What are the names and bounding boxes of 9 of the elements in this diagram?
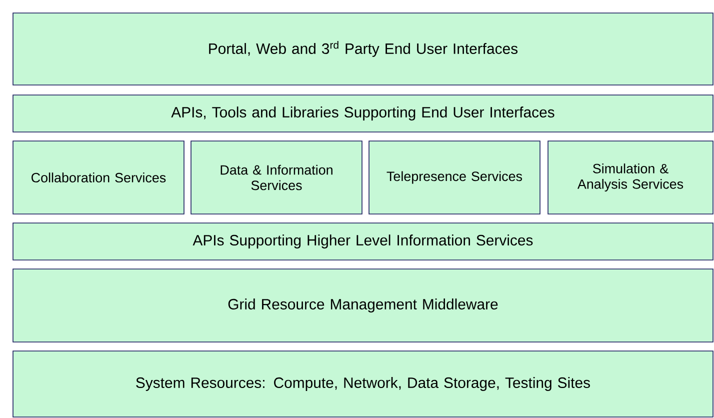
layer-box: APIs Supporting Higher Level Information Services bbox=[12, 222, 714, 260]
layer-box: Grid Resource Management Middleware bbox=[12, 268, 714, 342]
layer-box: Simulation & Analysis Services bbox=[548, 140, 714, 214]
layer-box: Collaboration Services bbox=[12, 140, 184, 214]
layer-box: Portal, Web and 3$^{rd}$ Party End User Interfaces bbox=[12, 12, 714, 86]
layer-box: System Resources: Compute, Network, Data Storage, Testing Sites bbox=[12, 350, 714, 418]
layer-box: Telepresence Services bbox=[368, 140, 540, 214]
layer-box: Data & Information Services bbox=[190, 140, 362, 214]
layer-box: APIs, Tools and Libraries Supporting End User Interfaces bbox=[12, 94, 714, 132]
